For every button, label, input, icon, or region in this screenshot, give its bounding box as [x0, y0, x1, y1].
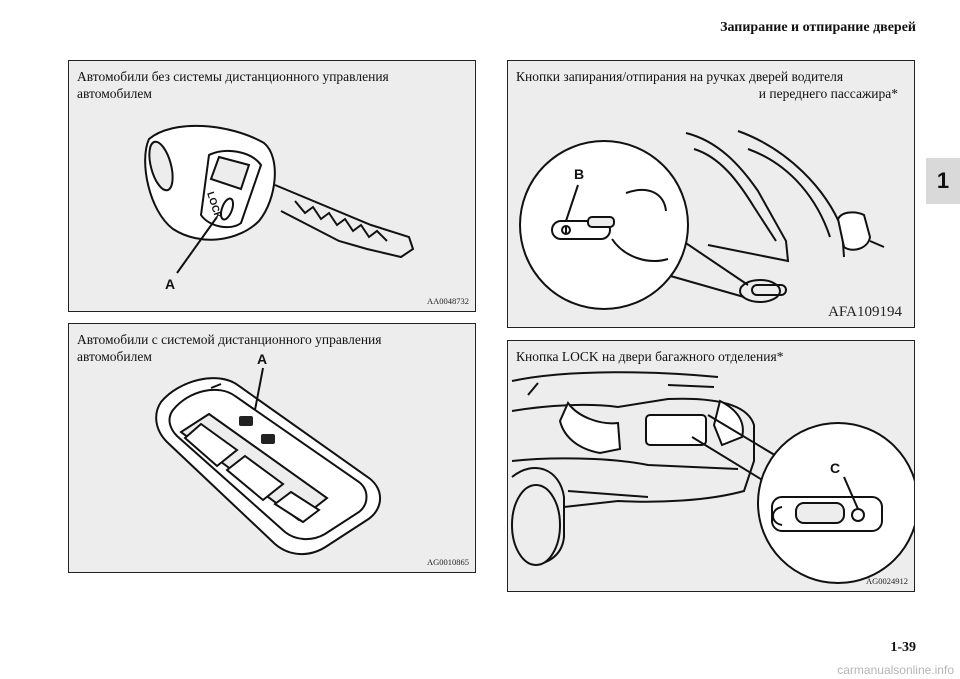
panel-caption-key-remote: Автомобили с системой дистанционного упр…	[77, 331, 381, 365]
panel-caption-tailgate: Кнопка LOCK на двери багажного отделения…	[516, 348, 783, 365]
caption-line-1: Кнопки запирания/отпирания на ручках две…	[516, 69, 844, 84]
panel-caption-door-handle: Кнопки запирания/отпирания на ручках две…	[516, 68, 910, 102]
panel-key-no-remote: LOCK A Автомобили без системы дистанцион…	[68, 60, 476, 312]
page-number: 1-39	[890, 640, 916, 655]
panel-door-handle: B Кнопки запирания/отпирания на ручках д…	[507, 60, 915, 328]
figure-code: AFA109194	[828, 304, 902, 320]
callout-a-key: A	[165, 276, 175, 292]
caption-line-1: Кнопка LOCK на двери багажного отделения…	[516, 349, 784, 364]
caption-line-2: автомобилем	[77, 86, 152, 101]
figure-code: AA0048732	[426, 296, 469, 306]
chapter-tab: 1	[926, 158, 960, 204]
chapter-number: 1	[936, 168, 950, 193]
caption-line-1: Автомобили с системой дистанционного упр…	[77, 332, 382, 347]
caption-line-1: Автомобили без системы дистанционного уп…	[77, 69, 389, 84]
door-handle-illustration: B	[519, 130, 885, 310]
callout-a-remote: A	[257, 351, 267, 367]
tailgate-illustration: C	[511, 371, 914, 584]
callout-c-tailgate: C	[830, 460, 840, 476]
caption-line-2: автомобилем	[77, 349, 152, 364]
page-header-title: Запирание и отпирание дверей	[720, 20, 916, 35]
panel-key-remote: A Автомобили с системой дистанционного у…	[68, 323, 476, 573]
watermark-text: carmanualsonline.info	[837, 663, 954, 677]
figure-code: AG0010865	[426, 557, 469, 567]
key-no-remote-illustration: LOCK A	[144, 124, 415, 292]
caption-line-2: и переднего пассажира*	[758, 86, 898, 101]
panel-caption-key-no-remote: Автомобили без системы дистанционного уп…	[77, 68, 389, 102]
figure-code: AG0024912	[865, 576, 908, 586]
callout-b-handle: B	[574, 166, 584, 182]
key-remote-illustration: A	[155, 351, 381, 555]
panel-tailgate: C Кнопка LOCK на двери багажного отделен…	[507, 340, 915, 592]
